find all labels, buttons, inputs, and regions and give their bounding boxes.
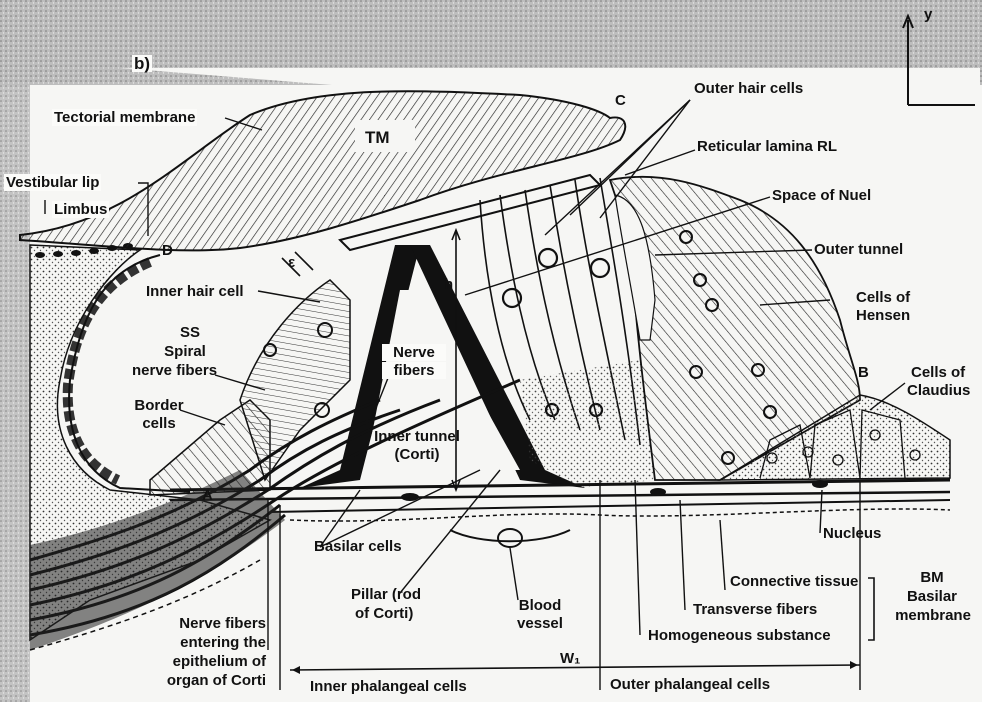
label-basilar-membrane-2: membrane <box>886 607 980 624</box>
label-basilar-membrane-1: Basilar <box>890 588 974 605</box>
label-limbus: Limbus <box>52 201 109 218</box>
label-nerve-entering-2: entering the <box>150 634 266 651</box>
label-basilar-cells: Basilar cells <box>314 538 402 555</box>
label-spiral-1: Spiral <box>150 343 220 360</box>
epsilon-marker <box>282 252 313 276</box>
label-c: C <box>615 92 626 109</box>
label-w1: W₁ <box>560 650 580 667</box>
bm-bracket <box>868 578 874 640</box>
label-epsilon: ε <box>288 254 295 271</box>
label-reticular-lamina: Reticular lamina RL <box>697 138 837 155</box>
label-tm: TM <box>365 129 390 146</box>
label-nerve-entering-3: epithelium of <box>150 653 266 670</box>
scan-background-left <box>0 0 30 702</box>
label-inner-phalangeal-cells: Inner phalangeal cells <box>310 678 467 695</box>
label-outer-phalangeal-cells: Outer phalangeal cells <box>610 676 770 693</box>
label-outer-tunnel: Outer tunnel <box>814 241 903 258</box>
basilar-membrane-lower <box>270 500 950 512</box>
label-border-cells-2: cells <box>124 415 194 432</box>
label-blood-vessel-2: vessel <box>510 615 570 632</box>
label-nucleus: Nucleus <box>823 525 881 542</box>
label-border-cells-1: Border <box>124 397 194 414</box>
label-h: h <box>444 276 453 293</box>
label-outer-hair-cells: Outer hair cells <box>694 80 803 97</box>
label-nerve-fibers-2: fibers <box>382 362 446 379</box>
label-homogeneous-substance: Homogeneous substance <box>648 627 831 644</box>
label-tectorial-membrane: Tectorial membrane <box>52 109 197 126</box>
label-bm: BM <box>892 569 972 586</box>
label-nerve-fibers-1: Nerve <box>382 344 446 361</box>
label-pillar-1: Pillar (rod <box>351 586 421 603</box>
label-d: D <box>162 242 173 259</box>
label-cells-of-hensen-2: Hensen <box>856 307 910 324</box>
label-inner-tunnel-2: (Corti) <box>362 446 472 463</box>
label-ss: SS <box>170 324 210 341</box>
label-pillar-2: of Corti) <box>355 605 413 622</box>
label-space-of-nuel: Space of Nuel <box>772 187 871 204</box>
axis-y-label: y <box>924 6 932 23</box>
label-nerve-entering-4: organ of Corti <box>150 672 266 689</box>
label-connective-tissue: Connective tissue <box>730 573 858 590</box>
label-cells-of-claudius-1: Cells of <box>911 364 965 381</box>
label-cells-of-hensen-1: Cells of <box>856 289 910 306</box>
label-spiral-2: nerve fibers <box>132 362 217 379</box>
label-b: B <box>858 364 869 381</box>
label-cells-of-claudius-2: Claudius <box>907 382 970 399</box>
label-vestibular-lip: Vestibular lip <box>4 174 101 191</box>
label-blood-vessel-1: Blood <box>510 597 570 614</box>
blood-vessel <box>450 529 570 547</box>
label-nerve-entering-1: Nerve fibers <box>150 615 266 632</box>
scan-background-right <box>760 0 982 60</box>
panel-label: b) <box>132 55 152 72</box>
label-inner-tunnel-1: Inner tunnel <box>362 428 472 445</box>
label-a: A <box>202 487 213 504</box>
label-transverse-fibers: Transverse fibers <box>693 601 817 618</box>
label-inner-hair-cell: Inner hair cell <box>146 283 244 300</box>
